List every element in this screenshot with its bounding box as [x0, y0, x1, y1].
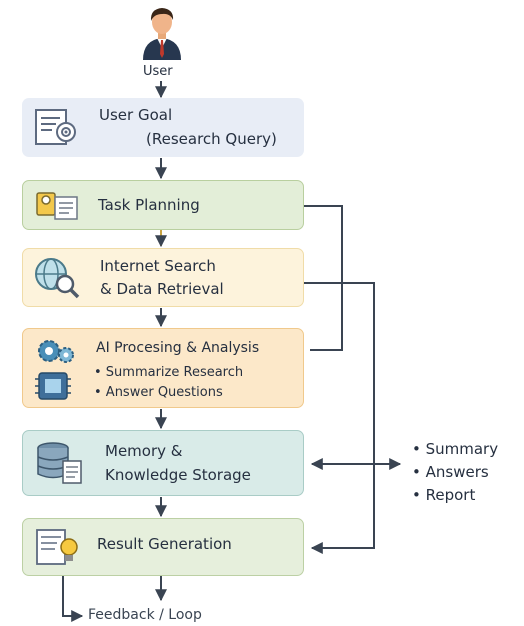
search-line2: & Data Retrieval [100, 280, 224, 298]
output-summary: • Summary [412, 440, 499, 458]
goal-subtitle: (Research Query) [146, 130, 277, 148]
node-ai-processing: AI Procesing & Analysis • Summarize Rese… [22, 328, 304, 408]
loop-search-result [304, 282, 375, 554]
node-internet-search: Internet Search & Data Retrieval [22, 248, 304, 307]
loop-planning-right [304, 205, 343, 351]
feedback-label: Feedback / Loop [88, 607, 202, 623]
node-memory-storage: Memory & Knowledge Storage [22, 430, 304, 496]
database-document-icon [35, 441, 85, 485]
ai-bullet-1: • Summarize Research [94, 365, 244, 380]
document-target-icon [34, 106, 78, 148]
memory-line1: Memory & [105, 442, 183, 460]
planning-title: Task Planning [98, 196, 200, 214]
output-answers: • Answers [412, 463, 489, 481]
output-report: • Report [412, 486, 476, 504]
user-label: User [143, 64, 173, 79]
globe-magnifier-icon [33, 256, 81, 300]
user-avatar-icon [140, 4, 184, 60]
goal-title: User Goal [99, 106, 173, 124]
planning-board-icon [35, 187, 79, 223]
node-user-goal: User Goal (Research Query) [22, 98, 304, 157]
feedback-loop-line [62, 576, 84, 622]
node-task-planning: Task Planning [22, 180, 304, 230]
ai-bullet-2: • Answer Questions [94, 385, 223, 400]
ai-title: AI Procesing & Analysis [96, 340, 260, 356]
memory-line2: Knowledge Storage [105, 466, 251, 484]
node-result-generation: Result Generation [22, 518, 304, 576]
search-line1: Internet Search [100, 257, 216, 275]
gears-chip-icon [33, 335, 79, 403]
report-lightbulb-icon [35, 527, 81, 569]
result-title: Result Generation [97, 535, 232, 553]
